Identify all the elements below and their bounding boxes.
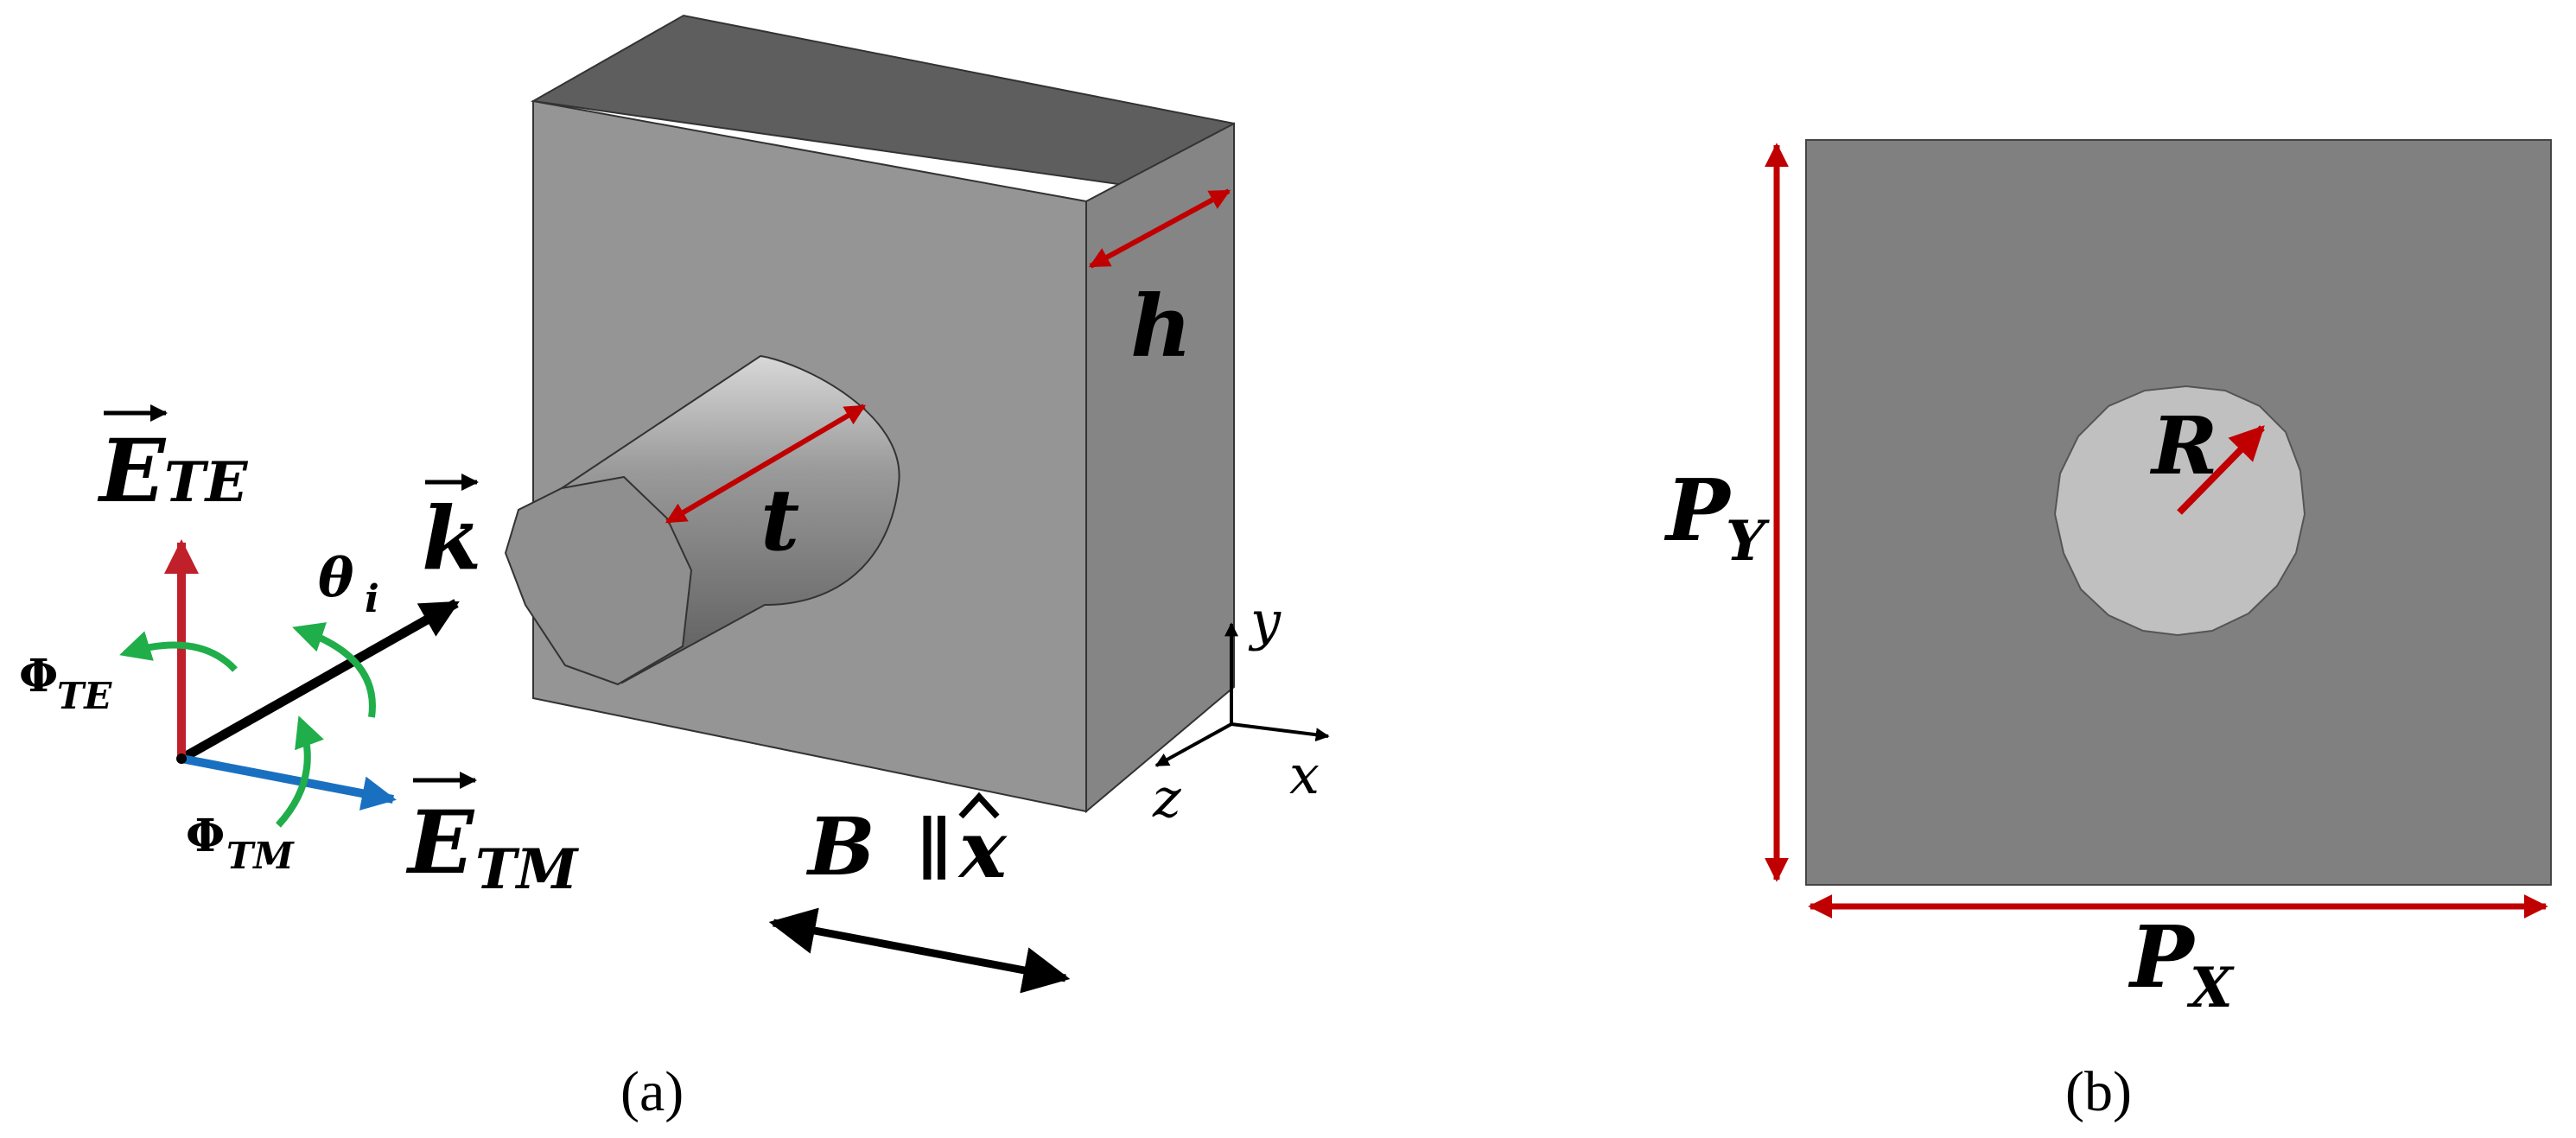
phi-te-rotation-arrow: [119, 631, 238, 672]
cylinder-end-face: [504, 475, 693, 686]
t-label: t: [760, 471, 799, 570]
svg-text:θ: θ: [318, 546, 354, 609]
slab: [530, 14, 1235, 814]
t-dimension-arrow: [665, 404, 867, 524]
svg-text:TM: TM: [226, 835, 295, 877]
svg-text:k: k: [422, 487, 481, 589]
h-label: h: [1130, 277, 1192, 377]
svg-text:Y: Y: [1726, 509, 1770, 574]
svg-text:x: x: [957, 803, 1008, 896]
svg-text:E: E: [405, 792, 475, 893]
z-axis: [1154, 722, 1232, 767]
svg-text:P: P: [1663, 461, 1733, 561]
px-label: P X: [2128, 908, 2235, 1020]
svg-text:Φ: Φ: [186, 810, 225, 862]
panel-b-caption: (b): [2065, 1060, 2132, 1123]
svg-text:E: E: [97, 420, 167, 522]
svg-text:∥: ∥: [916, 808, 952, 889]
py-label: P Y: [1663, 461, 1770, 574]
b-field-arrow: [768, 907, 1071, 994]
svg-text:P: P: [2128, 908, 2197, 1008]
r-label: R: [2149, 399, 2217, 493]
e-te-label: E TE: [97, 404, 249, 522]
panel-b: R P Y P X (b): [1663, 139, 2552, 1123]
svg-text:Φ: Φ: [19, 650, 58, 703]
phi-tm-label: Φ TM: [186, 810, 295, 877]
svg-text:TE: TE: [164, 450, 249, 515]
theta-rotation-arrow: [292, 622, 376, 718]
h-dimension-arrow: [1088, 188, 1231, 269]
svg-text:i: i: [365, 577, 379, 621]
theta-label: θ i: [318, 546, 379, 621]
b-field-label: B ∥ x: [805, 792, 1008, 896]
phi-te-label: Φ TE: [19, 650, 112, 717]
e-tm-arrow: [181, 754, 397, 811]
x-hat-mark: [958, 792, 1000, 819]
svg-text:B: B: [805, 800, 875, 893]
panel-a: h t y x z B ∥ x: [19, 14, 1330, 1123]
svg-text:TM: TM: [475, 837, 580, 902]
axis-z-label: z: [1152, 766, 1181, 830]
axis-y-label: y: [1248, 589, 1282, 652]
incidence-vectors: [119, 539, 460, 828]
x-axis: [1231, 722, 1330, 742]
phi-tm-rotation-arrow: [276, 715, 324, 828]
svg-text:TE: TE: [57, 675, 112, 717]
e-tm-label: E TM: [405, 772, 580, 902]
axis-x-label: x: [1289, 743, 1320, 806]
k-label: k: [422, 474, 481, 589]
k-vector-arrow: [179, 599, 460, 763]
coordinate-axes: y x z: [1152, 589, 1330, 830]
svg-text:X: X: [2186, 956, 2235, 1020]
panel-a-caption: (a): [620, 1060, 684, 1123]
r-radius-arrow: [2177, 425, 2265, 515]
